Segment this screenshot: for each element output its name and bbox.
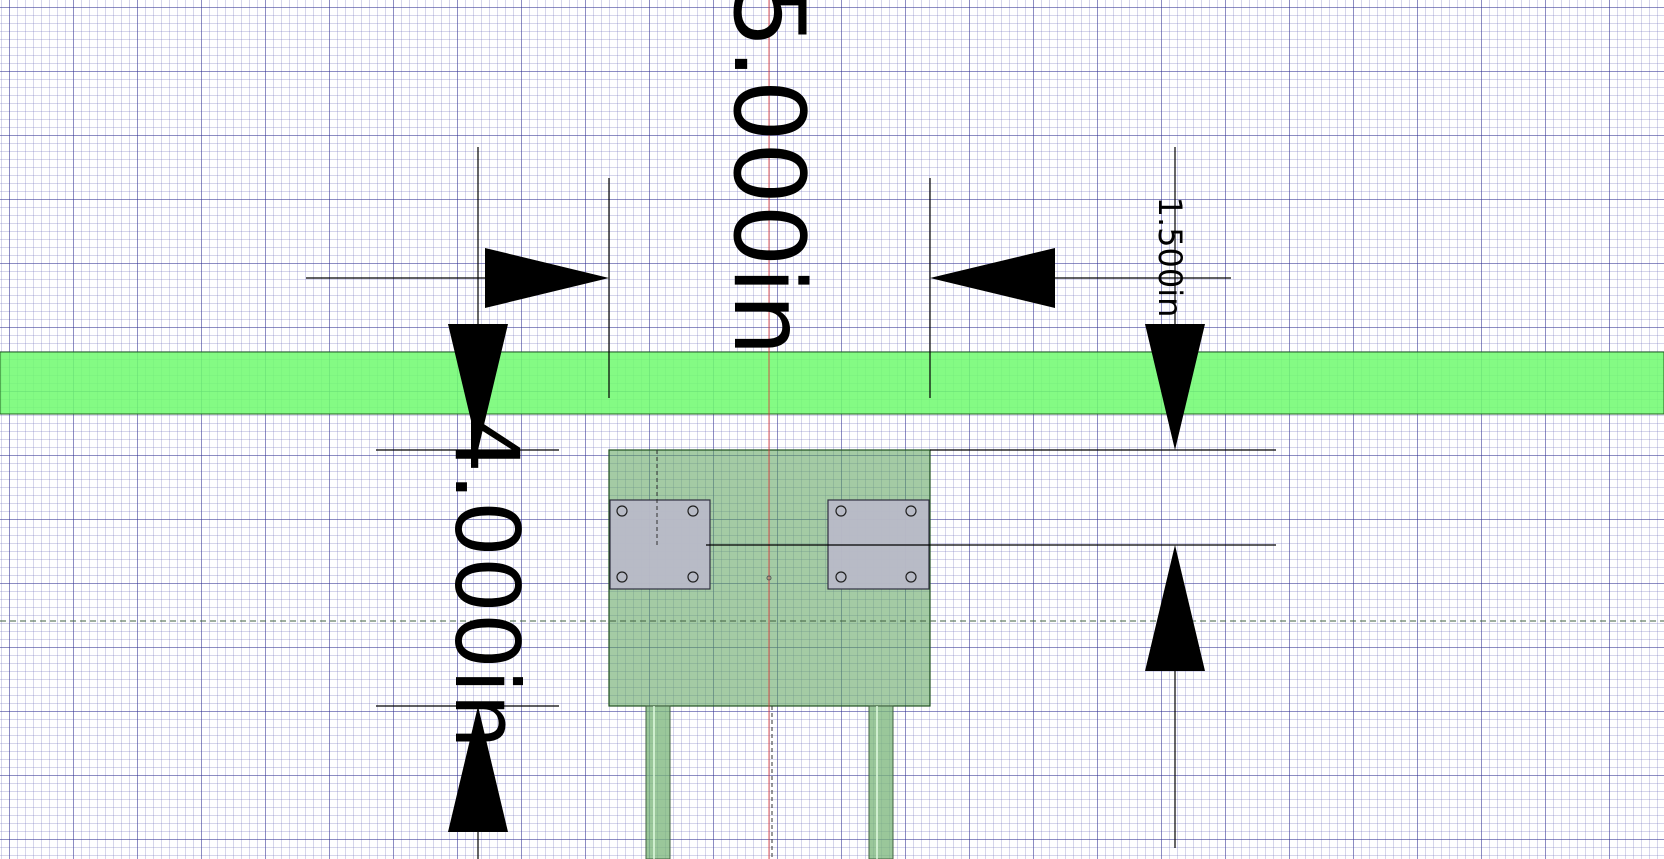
dimension-width-label[interactable]: 5.000in (711, 0, 825, 356)
arrowhead-down-pointing (448, 324, 508, 450)
dimension-height-label[interactable]: 4.000in (435, 417, 538, 749)
dimension-offset[interactable] (706, 147, 1276, 848)
dimension-width[interactable] (306, 178, 1231, 398)
pad-holes (616, 505, 917, 583)
arrowhead-left-pointing (930, 248, 1055, 308)
hole (687, 505, 699, 517)
hole (905, 505, 917, 517)
arrowhead-right-pointing (485, 248, 609, 308)
left-post[interactable] (645, 705, 671, 859)
right-post[interactable] (868, 705, 894, 859)
dimension-height[interactable] (376, 147, 559, 859)
arrowhead-down-pointing (1145, 324, 1205, 450)
arrowhead-up-pointing (448, 706, 508, 832)
green-beam[interactable] (0, 351, 1664, 415)
hole (616, 571, 628, 583)
hole (835, 505, 847, 517)
arrowhead-up-pointing (1145, 545, 1205, 671)
hole (616, 505, 628, 517)
hole (905, 571, 917, 583)
hole (835, 571, 847, 583)
left-pad[interactable] (609, 499, 711, 590)
dimension-offset-label[interactable]: 1.500in (1151, 197, 1189, 318)
origin-mark (766, 575, 772, 581)
hole (687, 571, 699, 583)
